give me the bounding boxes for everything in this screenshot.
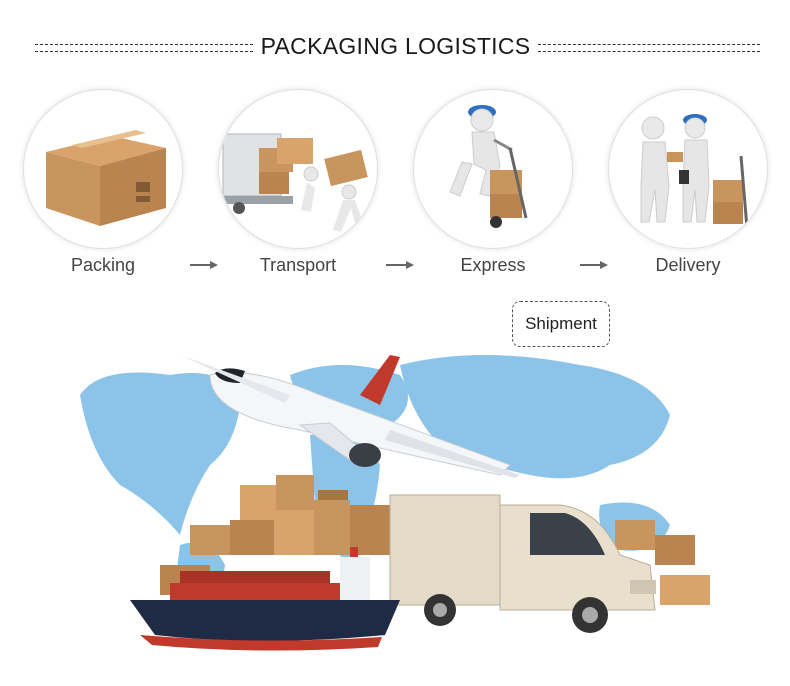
title-divider-left: [35, 44, 253, 52]
step-label: Express: [460, 255, 526, 275]
cargo-ship: [130, 547, 400, 651]
page-title: PACKAGING LOGISTICS: [260, 33, 531, 59]
step-packing: Packing: [23, 89, 183, 275]
step-circle: [218, 89, 378, 249]
step-label: Delivery: [655, 255, 721, 275]
step-transport: Transport: [218, 89, 378, 275]
cardboard-box-icon: [46, 130, 166, 226]
arrow-right-icon: [580, 261, 608, 269]
package-handover-icon: [640, 114, 749, 229]
step-delivery: Delivery: [608, 89, 768, 275]
shipment-illustration: [80, 355, 710, 651]
airplane: [180, 355, 520, 478]
step-label: Packing: [70, 255, 136, 275]
title-divider-right: [538, 44, 760, 52]
truck-loading-icon: [222, 133, 368, 232]
step-label: Transport: [259, 255, 337, 275]
title-row: PACKAGING LOGISTICS: [0, 30, 790, 70]
shipment-badge: Shipment: [512, 301, 610, 347]
hand-truck-courier-icon: [449, 105, 528, 228]
delivery-van: [389, 494, 656, 633]
step-circle: [608, 89, 768, 249]
arrow-right-icon: [386, 261, 414, 269]
arrow-right-icon: [190, 261, 218, 269]
step-express: Express: [413, 89, 573, 275]
cardboard-boxes-pile: [160, 475, 710, 605]
step-circle: [23, 89, 183, 249]
step-circle: [413, 89, 573, 249]
